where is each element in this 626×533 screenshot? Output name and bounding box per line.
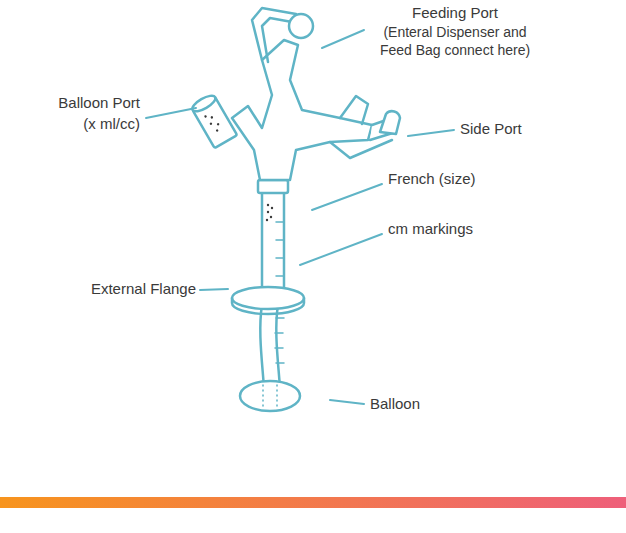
side-port — [340, 96, 368, 124]
part-label: Side Port — [460, 120, 570, 138]
footer-bar — [0, 497, 626, 508]
part-label: Balloon — [370, 395, 490, 413]
part-label: Feeding Port — [370, 4, 540, 22]
part-label: (x ml/cc) — [20, 115, 140, 133]
feeding-cap — [289, 14, 313, 38]
part-label: External Flange — [40, 280, 196, 298]
hub — [232, 40, 372, 180]
tube — [262, 192, 284, 296]
external-flange — [232, 287, 304, 309]
part-label: cm markings — [388, 220, 528, 238]
feeding-cap-strap — [252, 8, 296, 60]
side-cap — [380, 111, 400, 134]
part-label: (Enteral Dispenser and Feed Bag connect … — [370, 23, 540, 59]
part-label: Balloon Port — [20, 94, 140, 112]
balloon — [240, 381, 300, 411]
part-label: French (size) — [388, 170, 528, 188]
collar — [258, 180, 288, 193]
leader-lines — [146, 30, 454, 404]
